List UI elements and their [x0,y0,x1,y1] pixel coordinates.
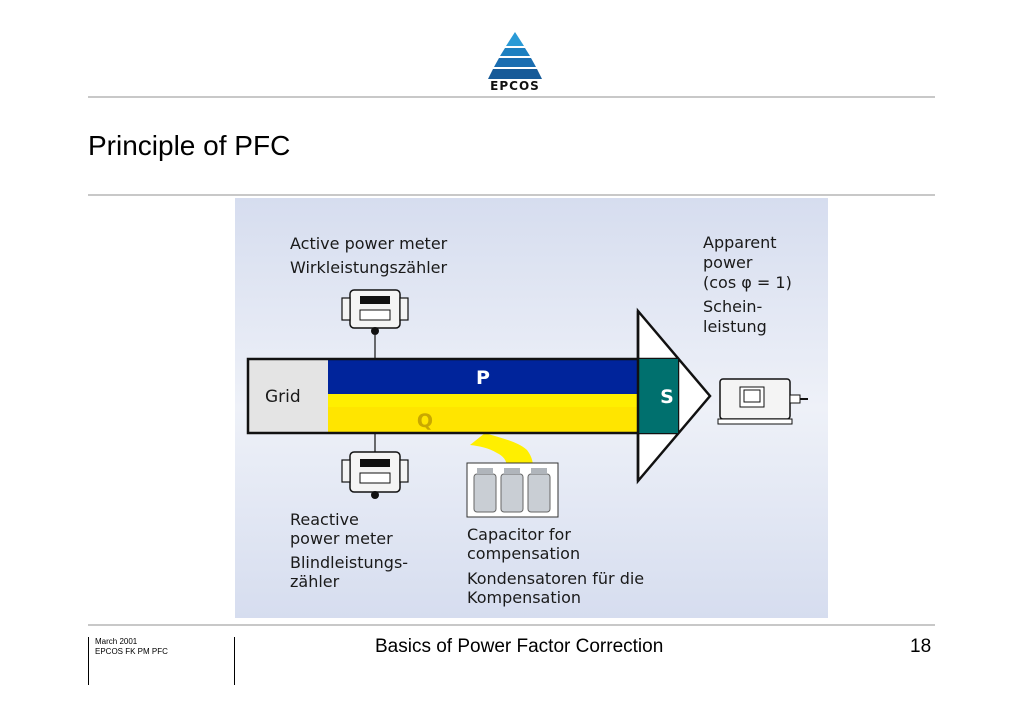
p-label: P [476,367,490,389]
p-band [328,359,638,394]
pfc-diagram: Active power meter Wirkleistungszähler A… [235,198,828,618]
q-band [328,394,638,433]
active-meter-icon [341,289,409,358]
header-divider [88,96,935,98]
grid-box [248,359,328,433]
title-divider [88,194,935,196]
page-number: 18 [910,636,932,657]
footer-meta: March 2001 EPCOS FK PM PFC [95,637,168,657]
epcos-logo: EPCOS [470,28,560,94]
capacitor-label: Capacitor for compensation Kondensatoren… [467,525,649,607]
apparent-power-label: Apparent power (cos φ = 1) Schein- leist… [703,233,797,336]
motor-icon [717,378,808,425]
grid-label: Grid [265,387,301,407]
footer-divider [88,624,935,626]
footer-dept: EPCOS FK PM PFC [95,647,168,656]
reactive-meter-label: Reactive power meter Blindleistungs- zäh… [290,510,413,591]
q-branch [470,433,533,468]
capacitor-bank-icon [466,462,559,518]
footer-left-border [88,637,89,685]
q-label: Q [417,410,433,432]
power-flow-arrow [246,307,712,485]
footer-date: March 2001 [95,637,138,646]
active-meter-label: Active power meter Wirkleistungszähler [290,234,452,277]
s-label: S [660,386,674,408]
footer-title: Basics of Power Factor Correction [375,636,664,657]
reactive-meter-icon [341,433,409,499]
logo-text: EPCOS [490,79,540,93]
slide-title: Principle of PFC [88,130,291,161]
footer-separator [234,637,235,685]
